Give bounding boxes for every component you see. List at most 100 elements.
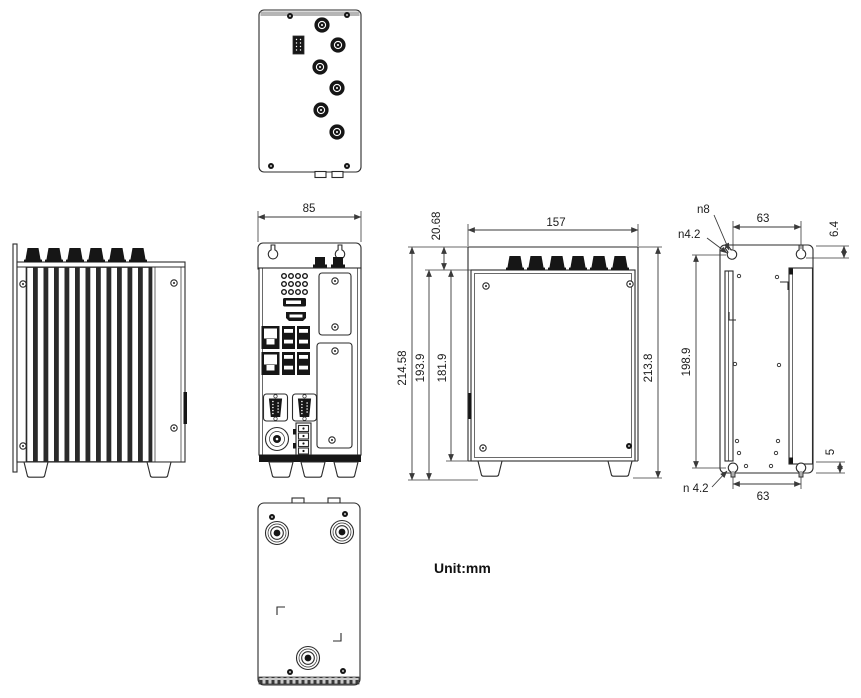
screw-icon — [19, 280, 27, 288]
dim-feet-height: 193.9 — [415, 269, 432, 481]
rear-edge-strip — [260, 11, 360, 16]
lan-usb-stack-2 — [261, 352, 310, 375]
dim-bottom-offset: 5 — [816, 449, 845, 474]
mount-hole — [776, 362, 782, 368]
mount-hole — [773, 450, 779, 456]
alignment-mark — [728, 312, 736, 321]
hdmi-port — [286, 312, 306, 321]
screw-icon — [268, 163, 274, 169]
usb-port — [282, 352, 295, 375]
dim-label: 181.9 — [437, 354, 449, 383]
mount-hole — [736, 273, 742, 279]
callout-hole-dia-large: n8 — [697, 204, 730, 251]
foot — [268, 461, 294, 478]
alignment-mark — [276, 606, 285, 615]
dim-label: 198.9 — [681, 348, 693, 377]
dim-label: 85 — [303, 203, 316, 215]
mount-flange — [12, 243, 18, 473]
ext-lines — [408, 246, 478, 481]
antenna-connectors-side — [506, 256, 629, 271]
screw-icon — [287, 13, 293, 19]
dim-top-offset: 6.4 — [806, 220, 849, 259]
expansion-cover-2 — [316, 342, 353, 449]
antenna-connector-icon — [590, 256, 608, 271]
screw-icon — [170, 279, 178, 287]
screw-icon — [344, 12, 350, 18]
antenna-connector-icon — [506, 256, 524, 271]
dim-top-depth: 157 — [467, 217, 639, 246]
dim-bracket-span: 198.9 — [681, 254, 726, 469]
mount-hole — [732, 361, 738, 367]
dim-label: n 4.2 — [683, 483, 709, 495]
dim-label: 20.68 — [431, 212, 443, 241]
ethernet-port — [261, 326, 280, 349]
dim-label: n4.2 — [678, 229, 700, 241]
terminal-block-connector — [293, 422, 312, 456]
dim-label: 214.58 — [397, 350, 409, 385]
displayport-port — [283, 298, 306, 307]
antenna-connector-icon — [569, 256, 587, 271]
antenna-connector-icon — [329, 36, 347, 54]
front-tab — [314, 170, 327, 179]
antenna-connector-icon — [527, 256, 545, 271]
antenna-connector-icon — [313, 16, 331, 34]
pin-header-connector — [292, 35, 305, 55]
top-view-outline — [258, 9, 362, 173]
mount-hole — [768, 463, 774, 469]
antenna-connectors-side — [24, 248, 147, 263]
mount-hole — [743, 463, 749, 469]
antenna-connector-icon — [129, 248, 147, 263]
antenna-mount-blocks — [313, 257, 345, 268]
panel-inner-line — [474, 273, 632, 458]
dim-label: 213.8 — [643, 354, 655, 383]
leader-line — [706, 237, 728, 254]
dim-body-height: 181.9 — [437, 269, 454, 462]
screw-icon — [342, 511, 348, 517]
dim-side-height: 213.8 — [633, 246, 662, 479]
vent-hole-grid — [281, 273, 309, 296]
serial-db9-port — [262, 393, 289, 422]
foot — [477, 460, 503, 477]
top-view — [258, 9, 362, 179]
lan-usb-stack-1 — [261, 326, 310, 349]
side-latch — [183, 392, 187, 424]
screw-icon — [170, 424, 178, 432]
bottom-bezel-strip — [259, 455, 361, 462]
ext-lines — [816, 461, 845, 474]
unit-label: Unit:mm — [434, 560, 491, 576]
side-latch — [468, 393, 472, 419]
dim-label: n8 — [697, 204, 710, 216]
dim-label: 5 — [825, 449, 837, 455]
ethernet-port — [261, 352, 280, 375]
foot — [146, 461, 172, 478]
rear-plate-outline — [719, 244, 814, 474]
antenna-connector-icon — [66, 248, 84, 263]
leader-line — [713, 214, 730, 251]
expansion-cover-1 — [318, 272, 352, 336]
dim-hole-span-bottom: 63 — [732, 471, 802, 503]
dim-label: 157 — [546, 217, 565, 229]
front-view: 85 — [257, 203, 362, 478]
serial-db9-port — [291, 393, 318, 422]
callout-hole-dia-bottom: n 4.2 — [683, 470, 728, 495]
dim-hole-span-top: 63 — [732, 213, 802, 249]
screw-icon — [340, 668, 346, 674]
dim-total-height: 214.58 — [397, 246, 478, 481]
screw-icon — [479, 444, 487, 452]
dim-label: 63 — [757, 491, 770, 503]
screw-icon — [19, 442, 27, 450]
bottom-view-outline — [257, 502, 361, 686]
antenna-connector-icon — [548, 256, 566, 271]
antenna-connector-icon — [45, 248, 63, 263]
alignment-mark — [780, 281, 789, 290]
dim-top-zone: 20.68 — [431, 212, 447, 271]
screw-icon — [344, 163, 350, 169]
ext-lines — [732, 471, 802, 489]
screw-icon — [626, 443, 632, 449]
antenna-connector-icon — [611, 256, 629, 271]
side-panel-outline — [470, 269, 636, 462]
antenna-connector-icon — [311, 58, 329, 76]
antenna-connector-icon — [312, 101, 330, 119]
